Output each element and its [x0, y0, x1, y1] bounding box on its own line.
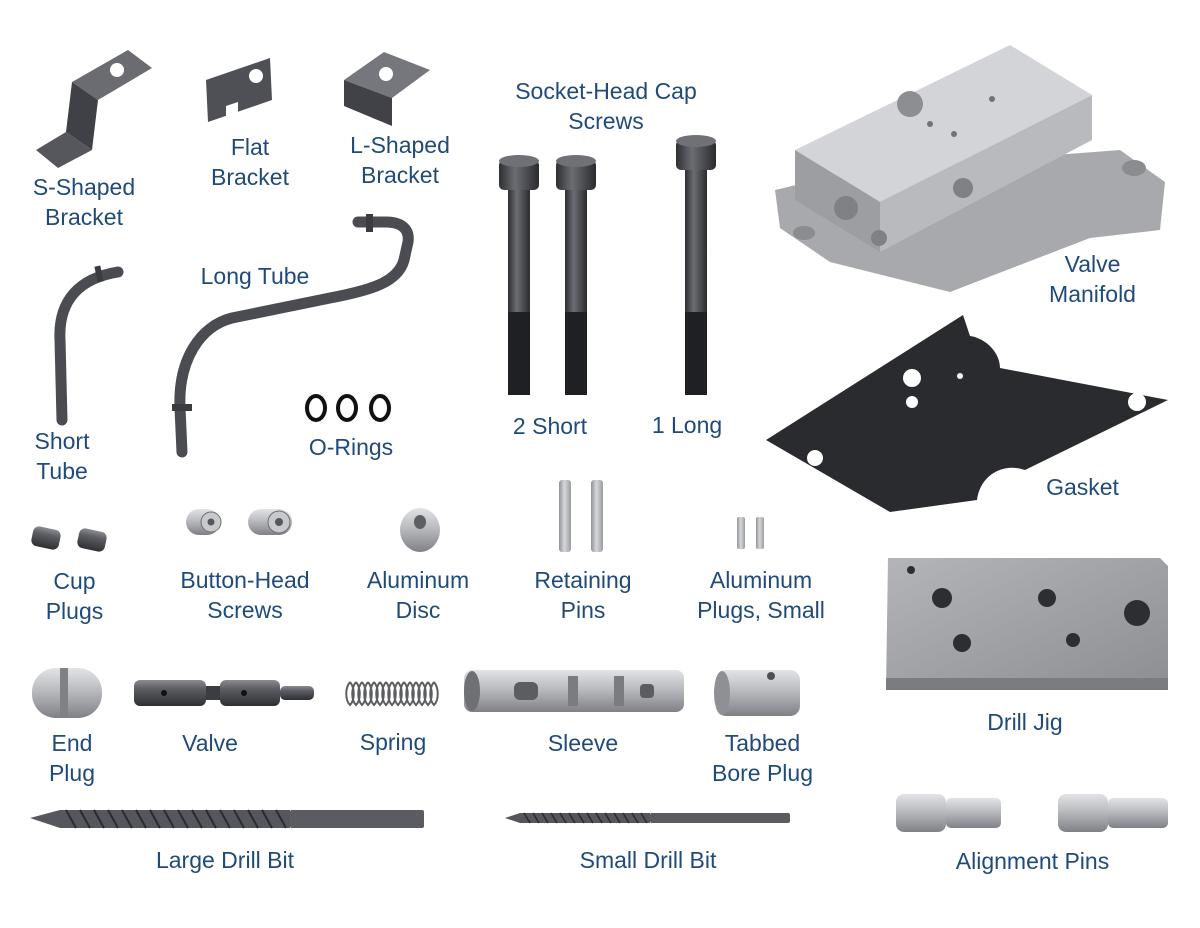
cup-plugs [31, 526, 107, 552]
label-2-short: 2 Short [512, 413, 588, 439]
label-cup-plugs: Cup Plugs [45, 568, 104, 624]
label-drill-jig: Drill Jig [987, 709, 1063, 735]
flat-bracket [206, 58, 272, 122]
retaining-pins [559, 480, 603, 552]
label-short-tube: Short Tube [34, 428, 90, 484]
label-button-head-screws: Button-Head Screws [180, 567, 310, 623]
valve-manifold [775, 45, 1165, 292]
label-end-plug: End Plug [48, 730, 96, 786]
gasket [766, 315, 1168, 512]
l-shaped-bracket [344, 52, 430, 126]
label-long-tube: Long Tube [200, 263, 310, 289]
alignment-pins [896, 794, 1168, 832]
o-rings [305, 394, 391, 422]
s-shaped-bracket [36, 50, 152, 168]
label-socket-head-cap-screws: Socket-Head Cap Screws [515, 78, 697, 134]
label-valve: Valve [182, 730, 238, 756]
drill-jig [886, 558, 1168, 690]
sleeve [464, 670, 684, 712]
label-o-rings: O-Rings [308, 434, 394, 460]
label-flat-bracket: Flat Bracket [211, 134, 289, 190]
aluminum-disc [400, 508, 440, 552]
short-tube [54, 265, 124, 426]
spring [345, 681, 439, 707]
label-spring: Spring [359, 729, 427, 755]
label-small-drill-bit: Small Drill Bit [579, 847, 717, 873]
long-tube [172, 214, 414, 458]
label-alignment-pins: Alignment Pins [955, 848, 1110, 874]
socket-cap-screws [499, 135, 716, 395]
valve [134, 680, 314, 706]
tabbed-bore-plug [714, 670, 800, 716]
label-aluminum-disc: Aluminum Disc [366, 567, 470, 623]
label-retaining-pins: Retaining Pins [534, 567, 632, 623]
label-s-shaped-bracket: S-Shaped Bracket [32, 174, 136, 230]
label-large-drill-bit: Large Drill Bit [155, 847, 295, 873]
small-drill-bit [505, 812, 790, 824]
label-l-shaped-bracket: L-Shaped Bracket [350, 132, 450, 188]
aluminum-plugs-small [737, 517, 764, 549]
button-head-screws [186, 509, 292, 535]
label-valve-manifold: Valve Manifold [1049, 251, 1136, 307]
label-aluminum-plugs-small: Aluminum Plugs, Small [697, 567, 825, 623]
label-tabbed-bore-plug: Tabbed Bore Plug [711, 730, 813, 786]
label-1-long: 1 Long [651, 412, 723, 438]
label-gasket: Gasket [1046, 474, 1119, 500]
end-plug [32, 668, 102, 718]
large-drill-bit [30, 809, 424, 829]
label-sleeve: Sleeve [547, 730, 619, 756]
